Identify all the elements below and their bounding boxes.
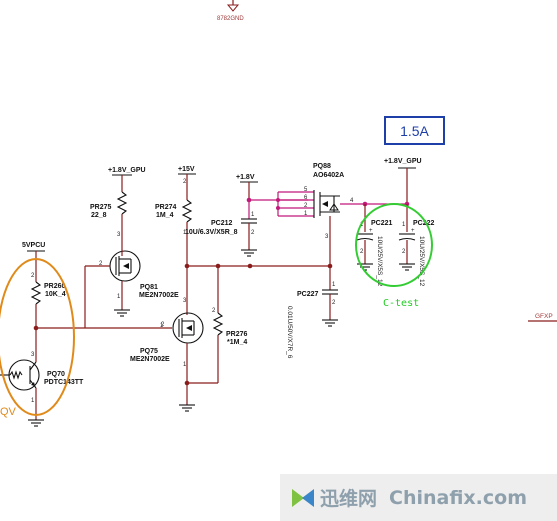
ground-symbol: [179, 404, 195, 412]
top-net-label: 8782GND: [217, 16, 244, 22]
pr276-resistor: [212, 312, 224, 336]
svg-text:+: +: [411, 228, 415, 234]
voltage-note: QV: [0, 406, 16, 418]
ground-symbol: [357, 263, 415, 271]
pin-label: 3: [117, 232, 121, 238]
top-ground-symbol: [226, 0, 240, 12]
pr274-value: 1M_4: [156, 212, 174, 219]
rail-label-1v8-gpu-left: +1.8V_GPU: [108, 167, 146, 174]
pr275-resistor: [116, 191, 128, 215]
pin-label: 1: [183, 230, 187, 236]
pin-label: 2: [332, 300, 336, 306]
pc222-ref: PC222: [413, 220, 435, 227]
rail-label-5vpcu: 5VPCU: [22, 242, 45, 249]
pin-label: 1: [332, 282, 336, 288]
pin-label: 2: [161, 322, 165, 328]
chinafix-logo-icon: [292, 488, 314, 507]
pq70-transistor: [0, 359, 40, 391]
pq81-mosfet: [109, 250, 141, 282]
rail-label-1v8: +1.8V: [236, 174, 255, 181]
orange-highlight-ellipse: [0, 258, 75, 416]
pin-label: 2: [31, 273, 35, 279]
ground-symbol: [241, 249, 257, 257]
pq75-ref: PQ75: [140, 348, 158, 355]
svg-text:+: +: [369, 228, 373, 234]
pc212-capacitor: [241, 218, 257, 224]
pr275-ref: PR275: [90, 204, 112, 211]
pin-label: 2: [212, 308, 216, 314]
pc221-capacitor: +: [356, 228, 374, 241]
pin-label: 3: [31, 352, 35, 358]
pc212-value: 10U/6.3V/X5R_8: [185, 229, 238, 236]
pr274-ref: PR274: [155, 204, 177, 211]
pc227-ref: PC227: [297, 291, 319, 298]
pin-label: 1: [360, 222, 364, 228]
pq81-value: ME2N7002E: [139, 292, 179, 299]
pc227-capacitor: [322, 289, 338, 295]
pin-label: 3: [325, 234, 329, 240]
pq81-ref: PQ81: [140, 284, 158, 291]
pr276-value: *1M_4: [227, 339, 247, 346]
pin-label: 2: [99, 261, 103, 267]
pin-label: 2: [304, 203, 308, 209]
pin-label: 2: [251, 230, 255, 236]
pin-label: 1: [251, 212, 255, 218]
pr274-resistor: [181, 199, 193, 223]
pr276-ref: PR276: [226, 331, 248, 338]
pin-label: 1: [31, 398, 35, 404]
pin-label: 1: [160, 323, 164, 329]
pr260-ref: PR260: [44, 283, 66, 290]
pin-label: 2: [402, 249, 406, 255]
pq70-value: PDTC143TT: [44, 379, 84, 386]
pin-label: 1: [402, 222, 406, 228]
rail-label-1v8-gpu-right: +1.8V_GPU: [384, 158, 422, 165]
current-annotation-box: 1.5A: [384, 116, 445, 145]
ground-symbol: [28, 419, 44, 427]
pc222-value: 10U/25V/X5S_12: [418, 236, 425, 287]
pq75-mosfet: [172, 312, 204, 344]
pc221-ref: PC221: [371, 220, 393, 227]
pq88-mosfet: [313, 190, 340, 218]
watermark-chinese: 迅维网: [320, 488, 378, 510]
watermark-english: Chinafix.com: [389, 486, 528, 509]
rail-label-15v: +15V: [178, 166, 195, 173]
pin-label: 2: [183, 179, 187, 185]
pin-label: 2: [360, 249, 364, 255]
right-edge-net-label: GFXP: [535, 313, 553, 320]
pr260-value: 10K_4: [45, 291, 66, 298]
pr275-value: 22_8: [91, 212, 107, 219]
watermark-banner: 迅维网 Chinafix.com: [280, 474, 557, 521]
pq70-ref: PQ70: [47, 371, 65, 378]
ctest-highlight-circle: [355, 203, 433, 287]
pin-label: 6: [304, 195, 308, 201]
ground-symbol: [114, 309, 130, 317]
pc212-ref: PC212: [211, 220, 233, 227]
pr260-resistor: [30, 281, 42, 305]
pc227-value: 0.01U/50V/X7R_6: [286, 306, 293, 359]
pin-label: 3: [183, 298, 187, 304]
pin-label: 4: [350, 198, 354, 204]
pin-label: 1: [304, 211, 308, 217]
pq88-value: AO6402A: [313, 172, 344, 179]
pq88-ref: PQ88: [313, 163, 331, 170]
ctest-label: C-test: [383, 298, 420, 309]
pin-label: 1: [183, 362, 187, 368]
ground-symbol: [322, 319, 338, 327]
pin-label: 1: [117, 294, 121, 300]
pc221-value: 10U/25V/X5S_12: [376, 236, 383, 287]
pin-label: 5: [304, 187, 308, 193]
pc222-capacitor: +: [398, 228, 416, 241]
pq75-value: ME2N7002E: [130, 356, 170, 363]
